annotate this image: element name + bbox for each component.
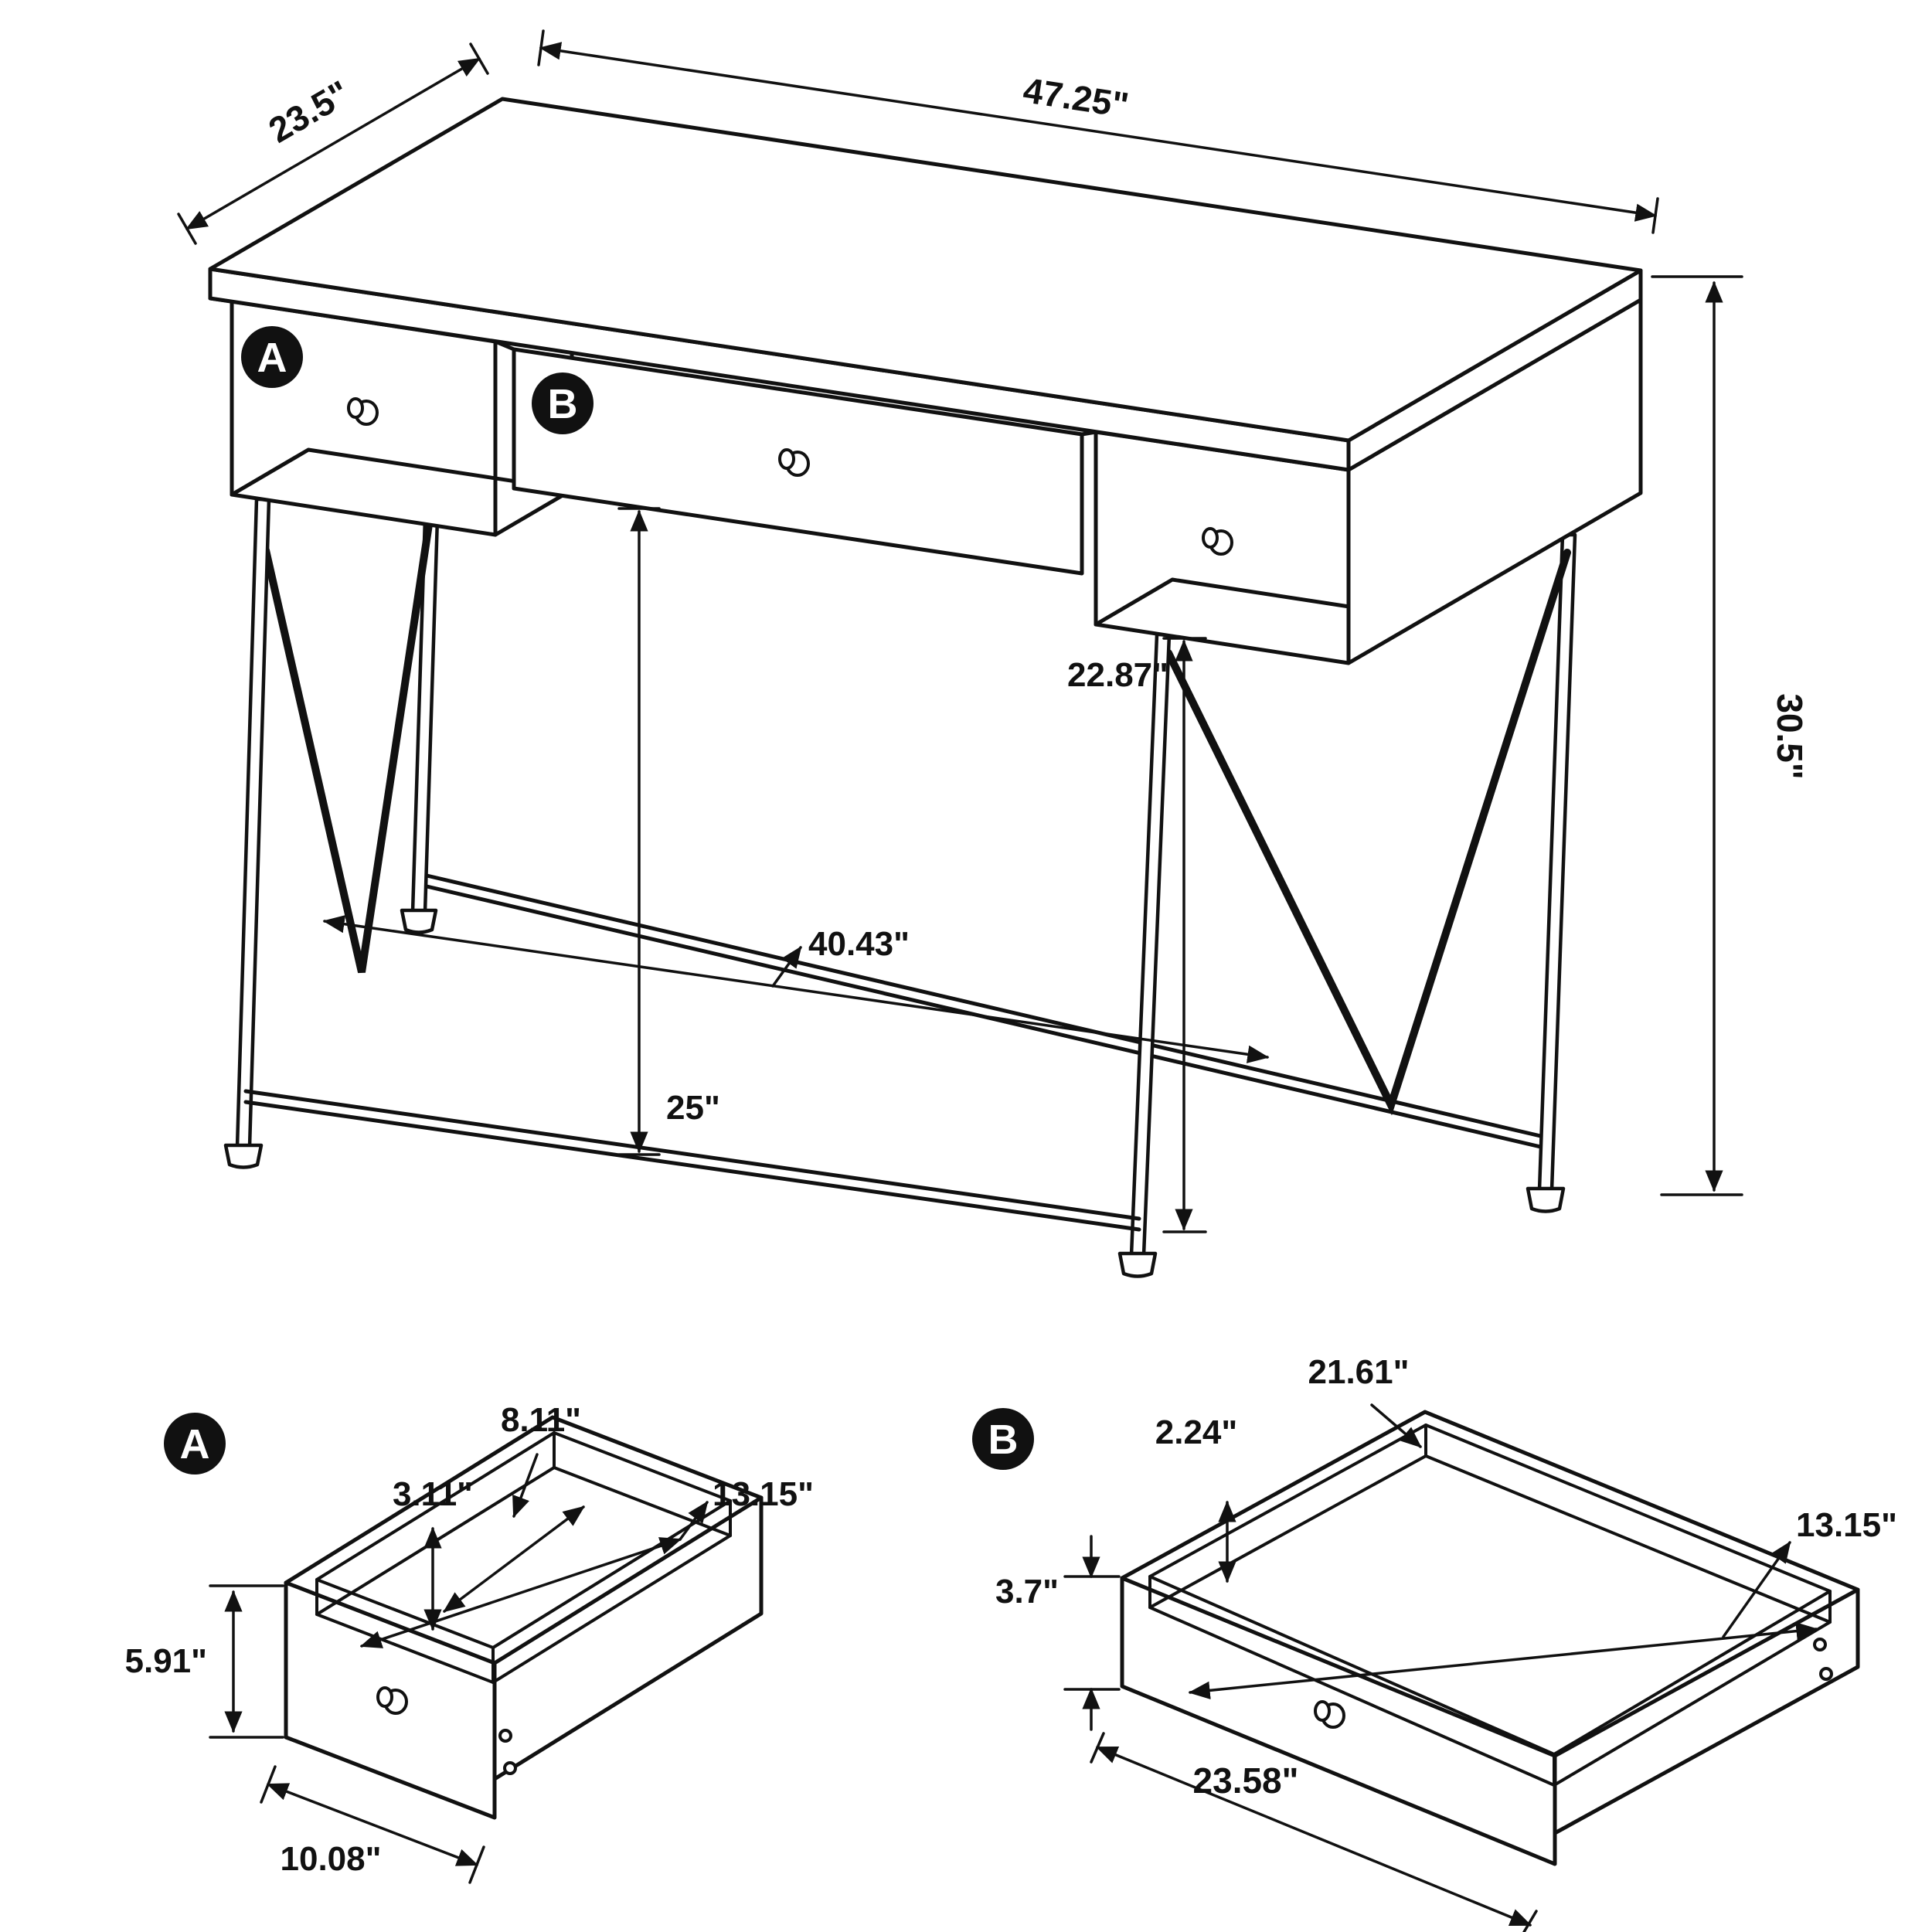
drawer-right-knob bbox=[1202, 527, 1233, 556]
drawer-b-badge: B bbox=[532, 372, 594, 434]
drawer-b-knob bbox=[778, 448, 810, 477]
a-inner-depth-leader bbox=[512, 1453, 539, 1519]
a-inner-height-label: 3.11" bbox=[393, 1475, 473, 1513]
b-inner-length-label: 21.61" bbox=[1308, 1353, 1410, 1391]
right-v-brace bbox=[1165, 549, 1571, 1116]
back-right-foot bbox=[1526, 1186, 1566, 1213]
depth-dim-ticks bbox=[177, 43, 489, 245]
b-inner-height-label: 2.24" bbox=[1155, 1413, 1238, 1451]
b-detail-knob bbox=[1314, 1700, 1345, 1729]
knee-dim-ticks bbox=[617, 507, 661, 1156]
a-detail-knob bbox=[376, 1686, 408, 1715]
a-inner-width-leader bbox=[679, 1501, 709, 1541]
drawer-a-detail: A 5.91" bbox=[125, 1401, 814, 1884]
clearance-dim-label: 22.87" bbox=[1067, 656, 1168, 694]
b-screw-hole-2 bbox=[1819, 1667, 1833, 1681]
front-left-foot bbox=[223, 1143, 264, 1169]
b-screw-hole-1 bbox=[1813, 1638, 1827, 1651]
main-dimensions bbox=[177, 29, 1743, 1233]
drawer-a-badge-letter: A bbox=[257, 335, 287, 381]
a-rim-back-edges bbox=[284, 1415, 764, 1585]
b-inner-width-leader bbox=[1722, 1541, 1791, 1638]
stretcher-dim-leader bbox=[771, 946, 802, 988]
front-left-leg bbox=[235, 497, 271, 1149]
a-inner-depth-label: 8.11" bbox=[501, 1401, 581, 1439]
drawer-a-box bbox=[284, 1415, 764, 1820]
front-stretcher-bar bbox=[243, 1089, 1141, 1232]
drawer-b-dimension-labels: 21.61" 2.24" 13.15" 3.7" 23.58" bbox=[995, 1353, 1897, 1801]
a-front-height-ticks bbox=[209, 1584, 284, 1739]
back-stretcher-bar bbox=[421, 872, 1549, 1151]
stretcher-dim-line bbox=[322, 915, 1270, 1063]
drawer-a-bottom-edges bbox=[230, 447, 574, 497]
drawer-b-detail-badge: B bbox=[972, 1408, 1034, 1470]
drawer-b-detail-badge-letter: B bbox=[988, 1417, 1019, 1463]
height-dim-label: 30.5" bbox=[1770, 693, 1810, 779]
drawer-a-badge: A bbox=[241, 326, 303, 388]
height-dim-ticks bbox=[1651, 275, 1743, 1196]
main-view: A B 47.25" 23.5" 30.5" 22.87" 25" 40.43" bbox=[177, 29, 1810, 1278]
b-front-height-ticks bbox=[1063, 1575, 1121, 1691]
knee-dim-label: 25" bbox=[666, 1089, 720, 1127]
left-v-brace bbox=[262, 515, 434, 974]
b-front-width-label: 23.58" bbox=[1193, 1760, 1299, 1801]
a-inner-width-label: 13.15" bbox=[713, 1475, 814, 1513]
drawer-right-bottom-edges bbox=[1094, 577, 1427, 627]
drawer-a-dimensions bbox=[209, 1453, 709, 1884]
a-inner-verticals bbox=[315, 1431, 732, 1684]
b-front-width-ticks bbox=[1090, 1732, 1538, 1932]
drawer-b-badge-letter: B bbox=[548, 381, 578, 427]
drawer-b-detail: B 21.61" bbox=[972, 1353, 1897, 1932]
stretcher-dim-label: 40.43" bbox=[808, 925, 910, 963]
b-front-height-label: 3.7" bbox=[995, 1573, 1059, 1611]
width-dim-line bbox=[539, 42, 1658, 222]
b-front-width-line bbox=[1095, 1746, 1532, 1927]
width-dim-label: 47.25" bbox=[1021, 70, 1131, 125]
b-right-wall bbox=[1553, 1587, 1860, 1835]
drawer-a-detail-badge-letter: A bbox=[180, 1421, 210, 1468]
drawer-b-dimensions bbox=[1063, 1403, 1818, 1932]
a-front-width-line bbox=[266, 1783, 479, 1866]
depth-dim-line bbox=[185, 57, 481, 230]
b-inner-verticals bbox=[1148, 1423, 1832, 1787]
a-front-width-label: 10.08" bbox=[281, 1840, 382, 1878]
b-inner-length-leader bbox=[1370, 1403, 1422, 1448]
drawer-a-knob bbox=[347, 397, 379, 426]
front-right-foot bbox=[1117, 1251, 1158, 1278]
b-inner-diagonal-arrow bbox=[1188, 1621, 1818, 1700]
width-dim-ticks bbox=[537, 29, 1659, 234]
drawer-a-dimension-labels: 5.91" 10.08" 3.11" 8.11" 13.15" bbox=[125, 1401, 814, 1878]
b-inner-bottom bbox=[1148, 1454, 1832, 1787]
front-right-leg bbox=[1129, 632, 1172, 1257]
a-screw-hole-1 bbox=[498, 1729, 512, 1743]
a-inner-width-arrow bbox=[359, 1537, 682, 1648]
back-left-foot bbox=[400, 908, 438, 934]
drawer-a-detail-badge: A bbox=[164, 1413, 226, 1475]
a-screw-hole-2 bbox=[503, 1761, 517, 1775]
a-front-height-label: 5.91" bbox=[125, 1642, 208, 1680]
a-front-width-ticks bbox=[260, 1765, 485, 1884]
main-badges: A B bbox=[241, 326, 594, 434]
clearance-dim-ticks bbox=[1162, 637, 1207, 1233]
drawer-knobs bbox=[347, 397, 1233, 556]
b-inner-width-label: 13.15" bbox=[1796, 1506, 1897, 1544]
